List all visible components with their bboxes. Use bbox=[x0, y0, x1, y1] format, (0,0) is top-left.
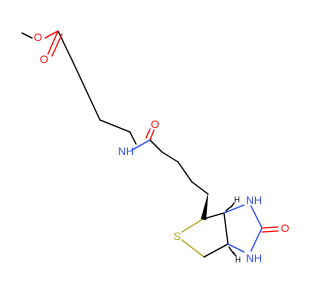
hashed-wedge-top bbox=[225, 202, 235, 212]
bond-urea-co-2 bbox=[261, 230, 279, 233]
bond-chain-2 bbox=[85, 89, 101, 121]
hexyl-chain bbox=[71, 59, 137, 145]
bond-c3-c4 bbox=[223, 212, 229, 245]
bond-amide-co-2 bbox=[145, 128, 151, 139]
atom-stereo-h-top: H bbox=[234, 196, 240, 205]
bond-pentyl-2 bbox=[177, 161, 193, 183]
bond-amide-carbon bbox=[149, 139, 163, 153]
thiophane-ring bbox=[181, 193, 229, 258]
atom-amide-o: O bbox=[151, 119, 160, 131]
atom-ureido-nh-top: NH bbox=[246, 195, 262, 207]
bond-n3-c2 bbox=[250, 227, 263, 252]
bond-amide-co-1 bbox=[149, 129, 155, 141]
bond-chain-1 bbox=[71, 59, 87, 91]
atom-ureido-o: O bbox=[281, 223, 290, 235]
bond-c4-n3 bbox=[227, 243, 245, 253]
bond-c3-n1 bbox=[223, 204, 245, 214]
methyl-ester-group bbox=[21, 30, 73, 61]
atom-ester-o-double: O bbox=[40, 54, 49, 66]
pentyl-chain bbox=[161, 151, 209, 195]
atom-ureido-nh-bottom: NH bbox=[246, 253, 262, 265]
bond-chain-4 bbox=[129, 131, 137, 145]
bond-ester-carbon-chain bbox=[57, 30, 73, 61]
atom-ester-o-single: O bbox=[34, 32, 43, 44]
bond-c2-s bbox=[181, 218, 204, 233]
bond-s-c5 bbox=[181, 239, 205, 258]
atom-amide-nh: NH bbox=[118, 146, 134, 158]
bond-n1-c2 bbox=[250, 205, 263, 229]
bond-nh-carbonyl bbox=[131, 139, 151, 151]
hashed-wedge-bottom bbox=[228, 246, 237, 257]
bond-ester-co-double-2 bbox=[51, 33, 63, 57]
wedge-bond-chain bbox=[200, 193, 209, 221]
bond-ester-co-double-1 bbox=[47, 30, 59, 55]
bond-c5-c4 bbox=[203, 243, 229, 258]
atom-stereo-h-bottom: H bbox=[235, 256, 241, 265]
atom-ring-s: S bbox=[173, 231, 180, 243]
bond-pentyl-3 bbox=[191, 181, 209, 195]
bond-o-carbonyl bbox=[44, 30, 59, 39]
bond-urea-co-1 bbox=[261, 226, 279, 229]
bond-c2-c3 bbox=[202, 212, 225, 220]
amide-group bbox=[131, 128, 163, 153]
biotin-ester-structure: O O NH O S NH NH O H H bbox=[21, 30, 290, 265]
imidazolidinone-ring bbox=[223, 202, 279, 257]
bond-methyl-o bbox=[21, 32, 33, 39]
bond-pentyl-1 bbox=[161, 151, 179, 163]
bond-chain-3 bbox=[99, 119, 131, 133]
